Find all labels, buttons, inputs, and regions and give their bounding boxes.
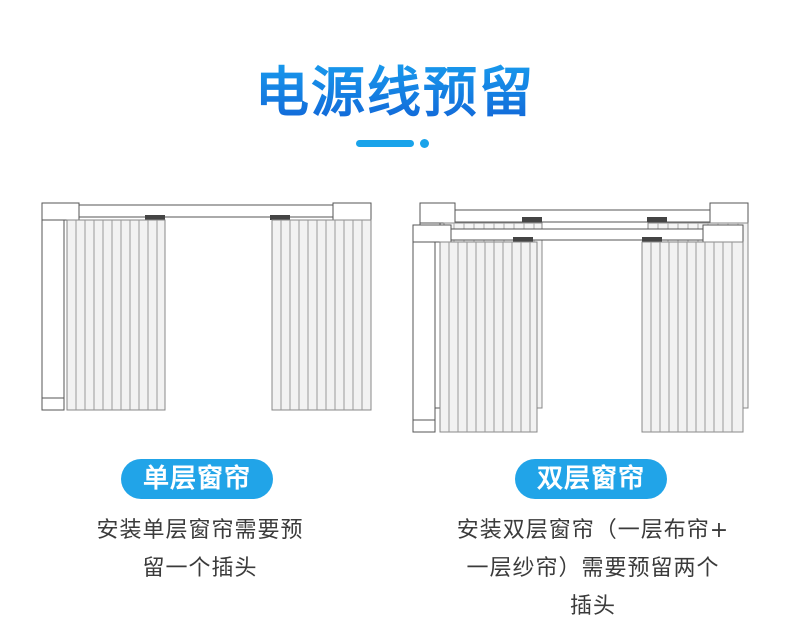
right-curtain-panel: [271, 219, 372, 411]
single-layer-badge: 单层窗帘: [121, 459, 273, 499]
double-layer-desc-line-3: 插头: [569, 594, 616, 619]
page-title: 电源线预留: [0, 48, 790, 127]
single-layer-curtain-illustration: [41, 202, 372, 411]
double-layer-curtain-illustration: [412, 202, 749, 433]
single-layer-desc-line-2: 留一个插头: [142, 556, 258, 581]
single-layer-desc-line-1: 安装单层窗帘需要预: [96, 518, 304, 543]
double-layer-description: 安装双层窗帘（一层布帘+ 一层纱帘）需要预留两个 插头: [420, 512, 766, 626]
title-underline-dot: [420, 139, 429, 148]
double-layer-badge: 双层窗帘: [515, 459, 667, 499]
single-layer-description: 安装单层窗帘需要预 留一个插头: [40, 512, 360, 588]
double-layer-desc-line-2: 一层纱帘）需要预留两个: [466, 556, 720, 581]
left-curtain-panel: [66, 219, 166, 411]
front-layer-curtain: [412, 224, 744, 433]
title-underline-bar: [356, 140, 414, 147]
double-layer-desc-line-1: 安装双层窗帘（一层布帘+: [456, 518, 730, 543]
